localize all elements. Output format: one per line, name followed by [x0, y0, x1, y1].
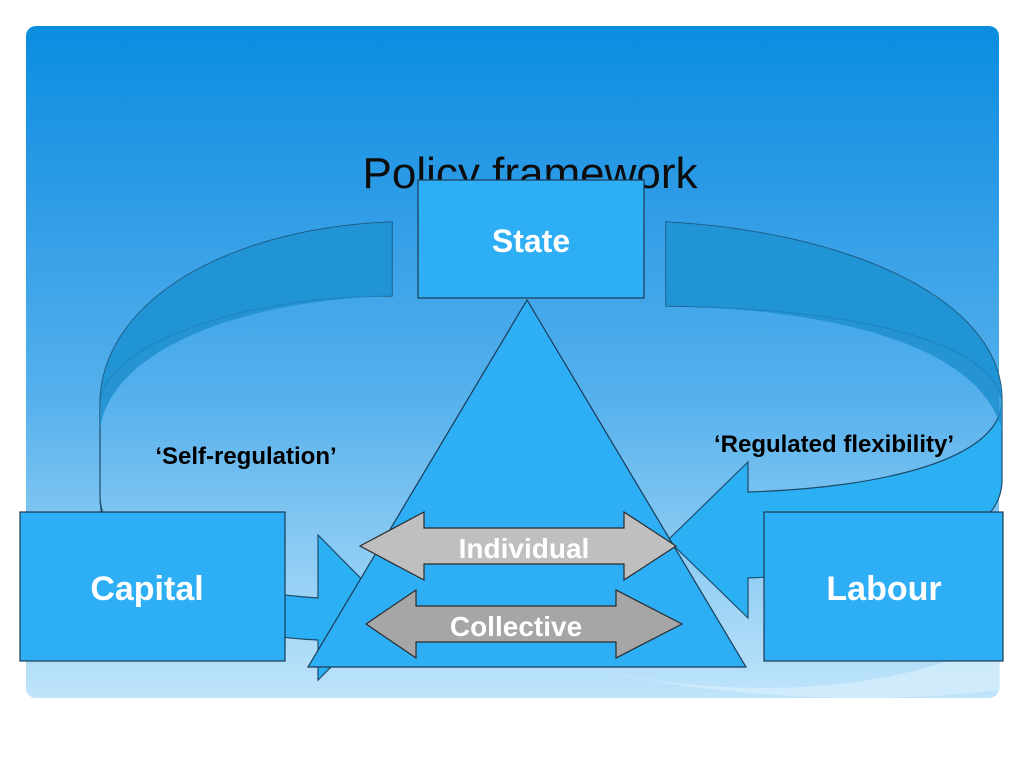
individual-double-arrow[interactable] — [358, 510, 678, 582]
capital-label: Capital — [90, 570, 203, 608]
state-label: State — [492, 223, 570, 259]
right-ribbon-inner — [666, 222, 1002, 430]
labour-label: Labour — [826, 570, 941, 608]
collective-double-arrow[interactable] — [364, 588, 684, 660]
collective-label: Collective — [450, 611, 582, 642]
left-ribbon-inner — [100, 222, 392, 430]
regulated-flexibility-label: ‘Regulated flexibility’ — [714, 431, 954, 458]
labour-box[interactable] — [763, 511, 1004, 662]
self-regulation-label: ‘Self-regulation’ — [155, 443, 336, 470]
individual-label: Individual — [459, 533, 590, 564]
background-wave — [560, 640, 1000, 698]
state-box[interactable] — [417, 179, 645, 299]
capital-box[interactable] — [19, 511, 286, 662]
